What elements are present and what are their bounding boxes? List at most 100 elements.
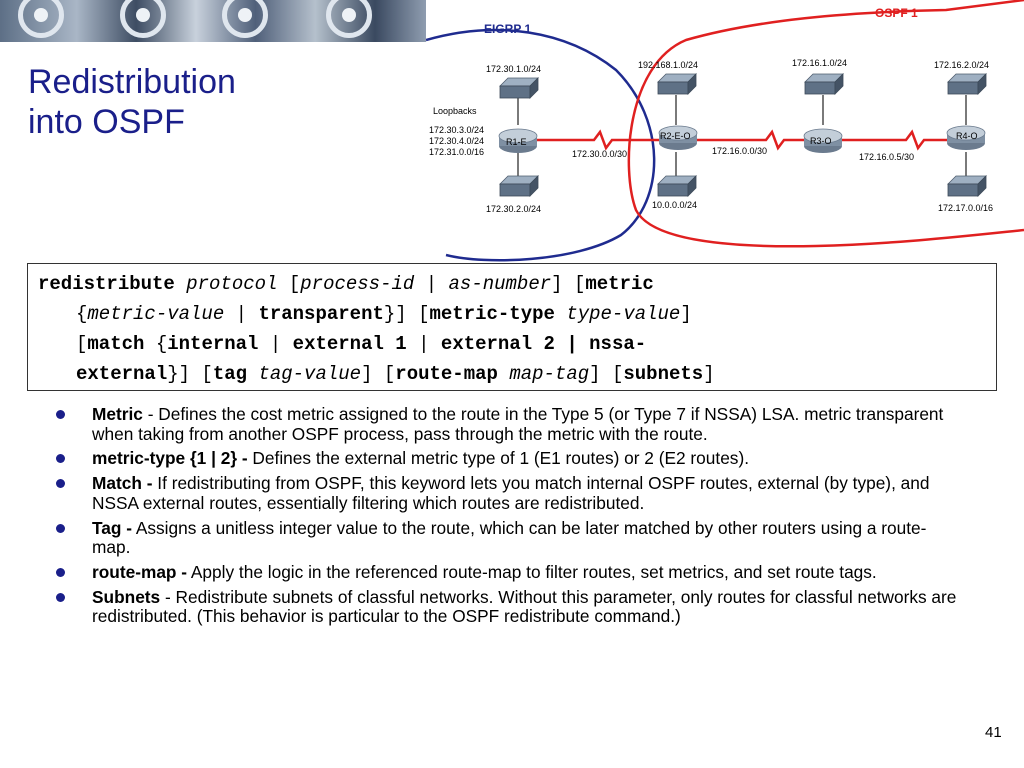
syntax-pipe: | <box>425 273 438 295</box>
loopbacks-label: Loopbacks <box>433 106 477 116</box>
list-item: Metric - Defines the cost metric assigne… <box>54 404 964 444</box>
network-label: 10.0.0.0/24 <box>652 200 697 210</box>
network-label: 172.30.1.0/24 <box>486 64 541 74</box>
bullet-dot-icon <box>56 479 65 489</box>
bullet-dot-icon <box>56 567 65 577</box>
bullet-term: Tag - <box>92 517 132 538</box>
syntax-pipe: | <box>235 303 248 325</box>
syntax-pipe: | <box>418 333 430 355</box>
command-line-3: [match {internal | external 1 | external… <box>38 329 986 359</box>
bullet-term: route-map - <box>92 561 188 582</box>
switch-icon <box>947 73 987 95</box>
kw-subnets: subnets <box>623 363 704 385</box>
disc-shape <box>18 0 64 38</box>
network-label: 172.16.2.0/24 <box>934 60 989 70</box>
kw-redistribute: redistribute <box>38 273 175 295</box>
command-line-1: redistribute protocol [process-id | as-n… <box>38 269 986 299</box>
link-r3-r4 <box>841 129 966 151</box>
switch-icon <box>657 73 697 95</box>
ospf-label: OSPF 1 <box>875 6 918 20</box>
arg-as-number: as-number <box>448 273 552 295</box>
network-label: 172.30.0.0/30 <box>572 149 627 159</box>
bullet-term: Metric <box>92 404 143 424</box>
command-line-4: external}] [tag tag-value] [route-map ma… <box>38 359 986 389</box>
bullet-dot-icon <box>56 454 65 464</box>
syntax-bracket: }] [ <box>167 363 213 385</box>
kw-transparent: transparent <box>258 303 384 325</box>
loopback-address: 172.30.4.0/24 <box>429 136 484 146</box>
kw-metric: metric <box>585 273 654 295</box>
arg-type-value: type-value <box>566 303 681 325</box>
title-line-1: Redistribution <box>28 63 236 101</box>
bullet-term: Match - <box>92 473 153 494</box>
list-item: Subnets - Redistribute subnets of classf… <box>54 587 964 627</box>
disc-shape <box>222 0 268 38</box>
syntax-bracket: ] [ <box>361 363 396 385</box>
link-r1-r2 <box>526 129 676 151</box>
bullet-dot-icon <box>56 410 65 419</box>
router-label: R4-O <box>956 131 978 141</box>
disc-hub <box>238 8 252 22</box>
disc-shape <box>326 0 372 38</box>
bullet-text: Apply the logic in the referenced route-… <box>187 561 877 582</box>
bullet-dot-icon <box>56 523 65 533</box>
kw-internal: internal <box>167 333 259 355</box>
bullet-term: metric-type {1 | 2} - <box>92 448 248 469</box>
switch-icon <box>947 175 987 197</box>
syntax-bracket: [ <box>76 333 88 355</box>
disc-hub <box>34 8 48 22</box>
bullet-list: Metric - Defines the cost metric assigne… <box>54 404 964 632</box>
router-label: R2-E-O <box>660 131 691 141</box>
kw-route-map: route-map <box>395 363 498 385</box>
syntax-bracket: ] <box>703 363 715 385</box>
eigrp-label: EIGRP 1 <box>484 22 531 36</box>
eigrp-boundary <box>426 28 656 262</box>
syntax-brace: { <box>155 333 168 355</box>
bullet-text: Defines the external metric type of 1 (E… <box>247 448 750 469</box>
bullet-dot-icon <box>56 592 65 602</box>
kw-tag: tag <box>212 363 248 385</box>
network-label: 172.16.0.5/30 <box>859 152 914 162</box>
router-label: R1-E <box>506 137 527 147</box>
slide-title: Redistribution into OSPF <box>28 62 236 142</box>
disc-hub <box>136 8 150 22</box>
kw-external: external <box>76 363 168 385</box>
syntax-pipe: | <box>269 333 282 355</box>
list-item: route-map - Apply the logic in the refer… <box>54 561 964 583</box>
arg-tag-value: tag-value <box>258 363 362 385</box>
switch-icon <box>657 175 697 197</box>
command-line-2: {metric-value | transparent}] [metric-ty… <box>38 299 986 329</box>
syntax-brace: { <box>76 303 88 325</box>
network-diagram: EIGRP 1 OSPF 1 R1-E R2-E-O R3-O R4-O 172… <box>426 0 1024 262</box>
router-label: R3-O <box>810 136 832 146</box>
syntax-bracket: ] <box>680 303 692 325</box>
kw-match: match <box>87 333 145 355</box>
network-label: 172.16.0.0/30 <box>712 146 767 156</box>
switch-icon <box>804 73 844 95</box>
ospf-boundary <box>627 0 1024 248</box>
arg-process-id: process-id <box>300 273 415 295</box>
loopback-address: 172.31.0.0/16 <box>429 147 484 157</box>
switch-icon <box>499 175 539 197</box>
arg-protocol: protocol <box>186 273 278 295</box>
page-number: 41 <box>985 724 1002 741</box>
disc-shape <box>120 0 166 38</box>
list-item: metric-type {1 | 2} - Defines the extern… <box>54 449 964 469</box>
kw-external-2-nssa: external 2 | nssa- <box>440 333 647 355</box>
network-label: 192.168.1.0/24 <box>638 60 698 70</box>
syntax-bracket: ] [ <box>589 363 624 385</box>
loopback-address: 172.30.3.0/24 <box>429 125 484 135</box>
disc-hub <box>342 8 356 22</box>
syntax-bracket: [ <box>288 273 301 295</box>
arg-map-tag: map-tag <box>509 363 590 385</box>
command-syntax-box: redistribute protocol [process-id | as-n… <box>27 263 997 391</box>
switch-icon <box>499 77 539 99</box>
bullet-text: Assigns a unitless integer value to the … <box>92 517 927 558</box>
title-line-2: into OSPF <box>28 103 185 141</box>
header-photo <box>0 0 426 42</box>
network-label: 172.16.1.0/24 <box>792 58 847 68</box>
network-label: 172.30.2.0/24 <box>486 204 541 214</box>
list-item: Tag - Assigns a unitless integer value t… <box>54 517 964 558</box>
arg-metric-value: metric-value <box>87 303 225 325</box>
syntax-bracket: ] [ <box>551 273 586 295</box>
